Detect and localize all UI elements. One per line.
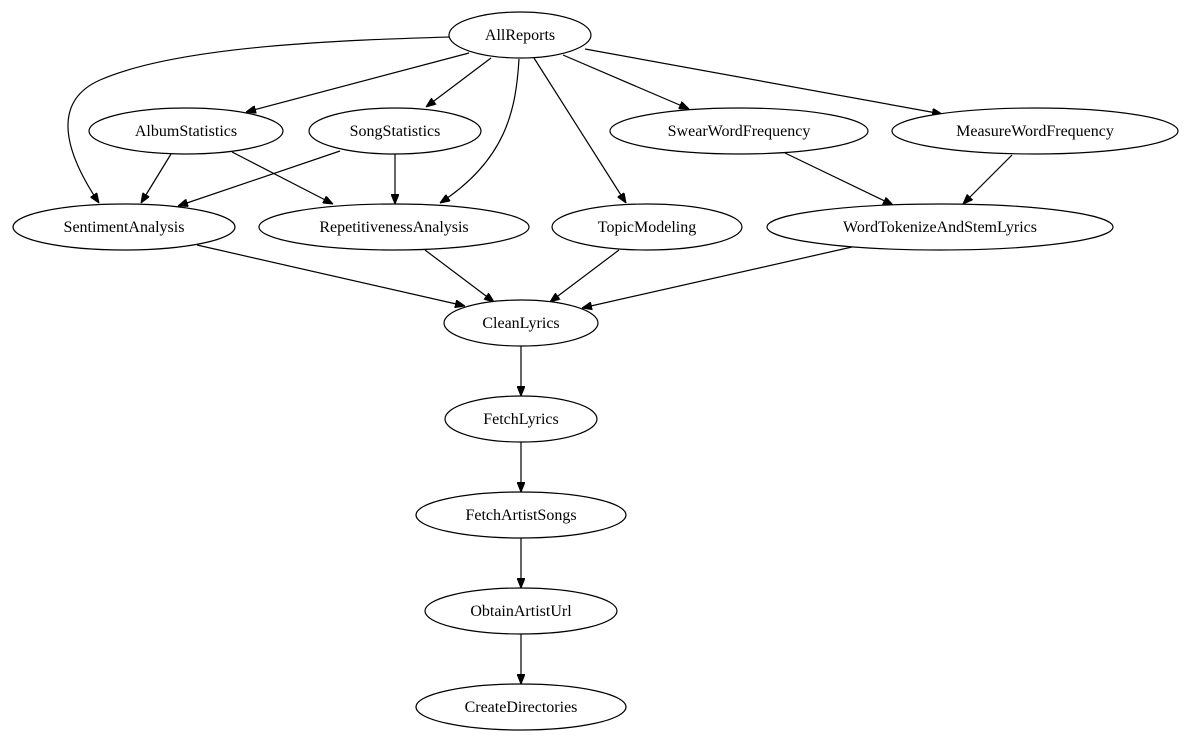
node-label: CleanLyrics: [482, 315, 559, 332]
node-create-directories: CreateDirectories: [415, 683, 627, 731]
node-label: ObtainArtistUrl: [470, 603, 572, 620]
node-label: CreateDirectories: [465, 699, 578, 716]
edge-repetitiveness-analysis-to-clean-lyrics: [424, 249, 494, 302]
node-label: SwearWordFrequency: [668, 123, 811, 140]
edge-all-reports-to-album-statistics: [246, 52, 470, 112]
edge-arrow: [231, 151, 333, 204]
node-label: SentimentAnalysis: [64, 219, 185, 236]
node-topic-modeling: TopicModeling: [551, 203, 743, 251]
node-ellipse: [891, 107, 1179, 155]
node-fetch-lyrics: FetchLyrics: [444, 395, 598, 443]
node-repetitiveness-analysis: RepetitivenessAnalysis: [258, 203, 530, 251]
node-ellipse: [443, 299, 599, 347]
edge-arrow: [67, 36, 450, 203]
node-ellipse: [448, 11, 592, 59]
node-obtain-artist-url: ObtainArtistUrl: [424, 587, 618, 635]
edge-all-reports-to-repetitiveness-analysis: [440, 58, 520, 203]
node-ellipse: [308, 107, 482, 155]
node-ellipse: [88, 107, 284, 155]
edge-topic-modeling-to-clean-lyrics: [550, 249, 620, 302]
edge-arrow: [178, 150, 341, 206]
node-label: TopicModeling: [598, 219, 696, 236]
edge-arrow: [196, 244, 465, 306]
edge-all-reports-to-sentiment-analysis: [67, 36, 450, 203]
edges: [67, 36, 1013, 684]
node-fetch-artist-songs: FetchArtistSongs: [415, 491, 627, 539]
node-measure-word-frequency: MeasureWordFrequency: [891, 107, 1179, 155]
edge-all-reports-to-measure-word-frequency: [584, 48, 942, 114]
node-label: WordTokenizeAndStemLyrics: [843, 219, 1037, 236]
node-all-reports: AllReports: [448, 11, 592, 59]
edge-arrow: [440, 58, 520, 203]
edge-album-statistics-to-repetitiveness-analysis: [231, 151, 333, 204]
node-label: AlbumStatistics: [135, 123, 237, 140]
node-word-tokenize-and-stem-lyrics: WordTokenizeAndStemLyrics: [766, 203, 1114, 251]
node-label: AllReports: [485, 27, 555, 44]
node-ellipse: [551, 203, 743, 251]
edge-all-reports-to-swear-word-frequency: [562, 54, 689, 110]
edge-arrow: [424, 249, 494, 302]
node-song-statistics: SongStatistics: [308, 107, 482, 155]
edge-arrow: [141, 153, 172, 203]
node-ellipse: [12, 203, 236, 251]
edge-all-reports-to-song-statistics: [426, 57, 492, 107]
edge-album-statistics-to-sentiment-analysis: [141, 153, 172, 203]
edge-arrow: [784, 152, 893, 205]
node-label: RepetitivenessAnalysis: [319, 219, 468, 236]
edge-arrow: [584, 48, 942, 114]
edge-arrow: [533, 57, 626, 203]
edge-measure-word-frequency-to-word-tokenize-and-stem-lyrics: [963, 154, 1013, 204]
node-ellipse: [258, 203, 530, 251]
node-clean-lyrics: CleanLyrics: [443, 299, 599, 347]
node-ellipse: [444, 395, 598, 443]
node-ellipse: [415, 683, 627, 731]
edge-sentiment-analysis-to-clean-lyrics: [196, 244, 465, 306]
edge-arrow: [963, 154, 1013, 204]
node-sentiment-analysis: SentimentAnalysis: [12, 203, 236, 251]
node-ellipse: [766, 203, 1114, 251]
edge-arrow: [582, 246, 853, 308]
node-ellipse: [415, 491, 627, 539]
edge-all-reports-to-topic-modeling: [533, 57, 626, 203]
node-label: FetchLyrics: [483, 411, 559, 428]
edge-swear-word-frequency-to-word-tokenize-and-stem-lyrics: [784, 152, 893, 205]
node-ellipse: [424, 587, 618, 635]
node-swear-word-frequency: SwearWordFrequency: [609, 107, 869, 155]
edge-arrow: [246, 52, 470, 112]
node-label: FetchArtistSongs: [465, 507, 576, 524]
node-album-statistics: AlbumStatistics: [88, 107, 284, 155]
edge-arrow: [550, 249, 620, 302]
node-label: MeasureWordFrequency: [956, 123, 1114, 140]
node-label: SongStatistics: [350, 123, 441, 140]
edge-arrow: [562, 54, 689, 110]
edge-arrow: [426, 57, 492, 107]
edge-word-tokenize-and-stem-lyrics-to-clean-lyrics: [582, 246, 853, 308]
edge-song-statistics-to-sentiment-analysis: [178, 150, 341, 206]
node-ellipse: [609, 107, 869, 155]
